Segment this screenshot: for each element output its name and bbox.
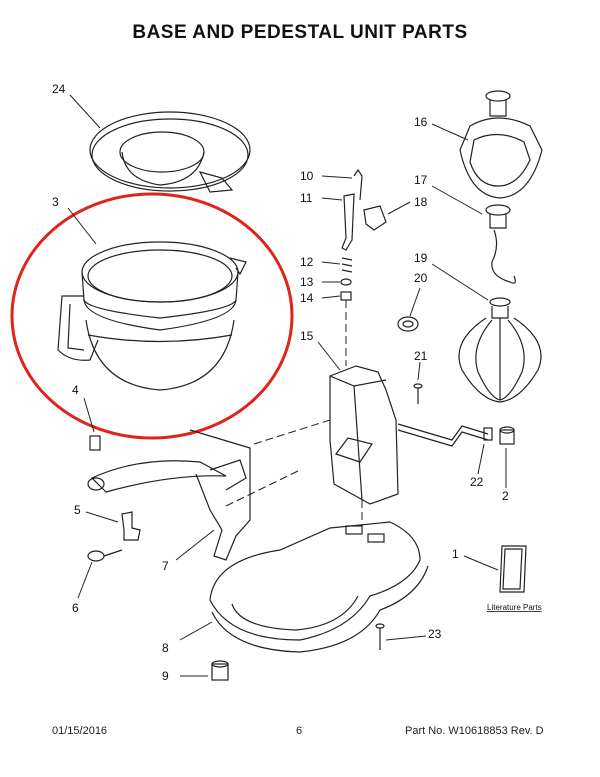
leader-15 (317, 341, 341, 371)
callout-18: 18 (414, 195, 428, 209)
assembly-line-4 (225, 469, 301, 507)
callout-6: 6 (72, 601, 79, 615)
page-title: BASE AND PEDESTAL UNIT PARTS (132, 22, 468, 43)
part-24-pouring-shield[interactable] (89, 111, 251, 193)
highlight-circle (10, 192, 294, 440)
part-4-bowl-support[interactable] (87, 429, 251, 561)
callout-20: 20 (414, 271, 428, 285)
callout-19: 19 (414, 251, 428, 265)
callout-22: 22 (470, 475, 484, 489)
callout-5: 5 (74, 503, 81, 517)
part-3-mixing-bowl[interactable] (57, 241, 247, 391)
callout-10: 10 (300, 169, 314, 183)
callout-17: 17 (414, 173, 428, 187)
leader-5 (85, 511, 119, 523)
literature-parts-label: Literature Parts (487, 603, 542, 612)
callout-12: 12 (300, 255, 314, 269)
leader-8 (179, 621, 213, 641)
callout-14: 14 (300, 291, 314, 305)
part-21-screw[interactable] (413, 383, 423, 404)
callout-1: 1 (452, 547, 459, 561)
leader-20 (409, 287, 421, 317)
leader-7 (175, 529, 215, 561)
part-14-nut[interactable] (340, 291, 352, 301)
leader-23 (385, 635, 427, 641)
leader-17 (431, 185, 483, 215)
callout-13: 13 (300, 275, 314, 289)
part-20-clamp[interactable] (397, 316, 419, 332)
part-2-cap[interactable] (499, 426, 515, 445)
part-17-dough-hook[interactable] (485, 204, 516, 284)
callout-4: 4 (72, 383, 79, 397)
callout-2: 2 (502, 489, 509, 503)
callout-7: 7 (162, 559, 169, 573)
part-6-screw[interactable] (87, 549, 123, 562)
callout-8: 8 (162, 641, 169, 655)
leader-18 (387, 201, 411, 215)
leader-4 (83, 397, 95, 433)
leader-3 (67, 207, 97, 245)
part-5-bracket[interactable] (121, 511, 141, 541)
part-8-base[interactable] (209, 521, 429, 653)
leader-11 (321, 197, 343, 201)
part-12-spring[interactable] (341, 257, 353, 273)
leader-24 (69, 94, 101, 129)
leader-14 (321, 295, 341, 299)
callout-15: 15 (300, 329, 314, 343)
leader-22 (477, 443, 485, 475)
footer-page-number: 6 (296, 725, 303, 737)
part-22-crank[interactable] (397, 423, 493, 447)
leader-19 (431, 263, 489, 301)
part-11-rod[interactable] (341, 193, 355, 251)
callout-3: 3 (52, 195, 59, 209)
part-16-flat-beater[interactable] (459, 90, 543, 199)
part-9-foot[interactable] (211, 660, 229, 681)
leader-1 (463, 555, 499, 571)
callout-16: 16 (414, 115, 428, 129)
part-15-pedestal[interactable] (329, 365, 399, 505)
footer-part-number: Part No. W10618853 Rev. D (405, 725, 544, 737)
leader-10 (321, 175, 353, 179)
callout-11: 11 (300, 191, 313, 205)
leader-16 (431, 123, 469, 141)
assembly-line-2 (253, 419, 331, 445)
part-23-screw[interactable] (375, 623, 385, 650)
part-19-wire-whip[interactable] (458, 297, 542, 403)
callout-21: 21 (414, 349, 428, 363)
leader-12 (321, 261, 341, 265)
callout-24: 24 (52, 82, 66, 96)
part-13-washer[interactable] (340, 278, 352, 286)
leader-6 (77, 561, 93, 599)
leader-21 (417, 361, 421, 381)
part-1-literature[interactable] (499, 545, 527, 593)
callout-23: 23 (428, 627, 442, 641)
footer-date: 01/15/2016 (52, 725, 108, 737)
callout-9: 9 (162, 669, 169, 683)
part-18-clip[interactable] (363, 205, 387, 231)
part-10-lever[interactable] (353, 168, 363, 201)
